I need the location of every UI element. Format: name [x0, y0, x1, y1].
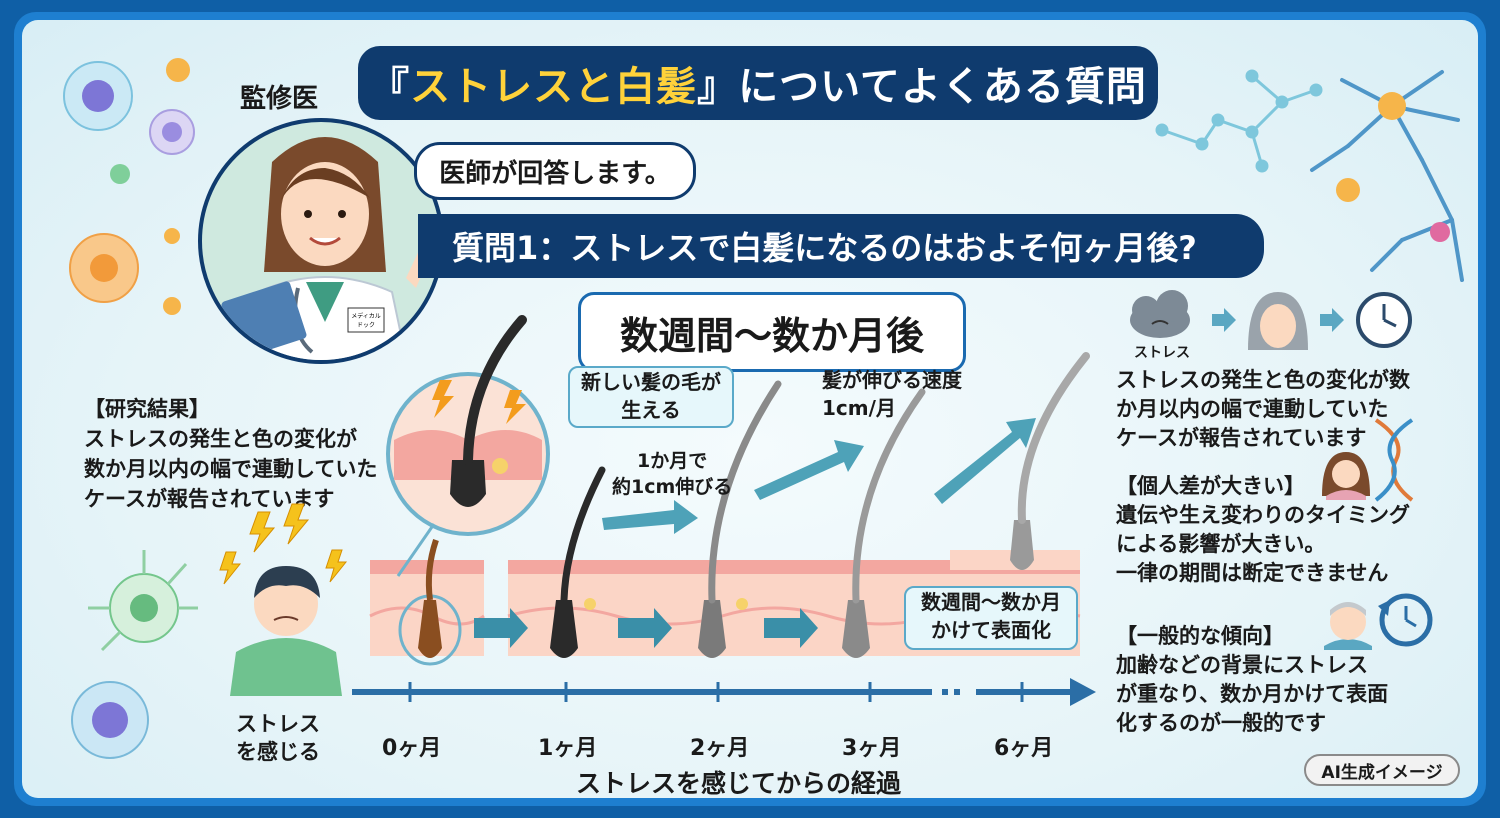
title-highlight: ストレスと白髪: [410, 64, 698, 110]
callout-line: 新しい髪の毛が: [581, 370, 721, 394]
flow-arrow: [1212, 308, 1236, 332]
follicle-zoom: [386, 315, 550, 577]
research-line: ストレスの発生と色の変化が: [84, 427, 357, 451]
clock-icon: [1356, 292, 1412, 348]
lightning-icon: [432, 380, 526, 424]
hair-follicle: [550, 466, 606, 658]
research-result: 【研究結果】 ストレスの発生と色の変化が 数か月以内の幅で連動していた ケースが…: [84, 394, 377, 514]
cell-icon: [149, 109, 195, 155]
label-line: を感じる: [236, 740, 320, 764]
history-clock-icon: [1378, 593, 1433, 647]
infographic-canvas: 『ストレスと白髪』についてよくある質問 監修医 メディカル ドック 医師が回答し…: [22, 20, 1478, 798]
timeline-tick-label: 0ヶ月: [382, 736, 442, 761]
hair-follicle: [1010, 352, 1090, 570]
label-line: ストレス: [236, 712, 320, 736]
cell-icon: [166, 58, 190, 82]
growth-month-label: 1か月で 約1cm伸びる: [612, 448, 732, 500]
molecule-icon: [1155, 69, 1323, 173]
stress-person-label: ストレス を感じる: [236, 710, 320, 766]
general-line: が重なり、数か月かけて表面: [1116, 682, 1389, 706]
label-line: 髪が伸びる速度: [822, 368, 962, 392]
growth-arrow: [602, 418, 1036, 534]
neuron-icon: [1430, 222, 1450, 242]
label-line: 1か月で: [637, 450, 708, 472]
timeline-axis-title: ストレスを感じてからの経過: [576, 769, 902, 798]
general-line: 加齢などの背景にストレス: [1116, 653, 1368, 677]
flow-arrow: [1320, 308, 1344, 332]
cell-icon: [69, 233, 139, 303]
timeline-tick-label: 3ヶ月: [842, 736, 902, 761]
title-suffix: 』についてよくある質問: [697, 64, 1147, 110]
cell-icon: [71, 681, 149, 759]
hair-follicle: [842, 388, 926, 658]
summary-line: か月以内の幅で連動していた: [1116, 397, 1389, 421]
right-summary: ストレスの発生と色の変化が数 か月以内の幅で連動していた ケースが報告されていま…: [1116, 366, 1410, 453]
label-line: 約1cm伸びる: [612, 476, 733, 498]
callout-line: 数週間〜数か月: [921, 590, 1061, 614]
timeline-axis: [352, 678, 1096, 706]
woman-face-icon: [1322, 452, 1370, 500]
cell-icon: [88, 550, 198, 652]
doctor-speech-bubble: 医師が回答します。: [414, 142, 696, 200]
timeline-tick-label: 6ヶ月: [994, 736, 1054, 761]
doctor-illustration: メディカル ドック: [221, 137, 434, 360]
supervisor-label: 監修医: [240, 84, 319, 114]
individual-line: 一律の期間は断定できません: [1116, 561, 1389, 585]
doctor-badge-line1: メディカル: [351, 312, 381, 320]
cell-icon: [63, 61, 133, 131]
neuron-icon: [1378, 92, 1406, 120]
summary-line: ケースが報告されています: [1116, 426, 1367, 450]
hair-follicle: [398, 539, 462, 666]
general-heading: 【一般的な傾向】: [1116, 624, 1284, 648]
growth-speed-label: 髪が伸びる速度 1cm/月: [822, 366, 962, 422]
title-prefix: 『: [369, 64, 411, 110]
doctor-badge-line2: ドック: [357, 322, 375, 329]
individual-line: による影響が大きい。: [1116, 532, 1326, 556]
label-line: 1cm/月: [822, 396, 896, 420]
callout-line: かけて表面化: [931, 618, 1051, 642]
individual-difference: 【個人差が大きい】 遺伝や生え変わりのタイミング による影響が大きい。 一律の期…: [1116, 472, 1410, 588]
timeline-tick-label: 2ヶ月: [690, 736, 750, 761]
cell-icon: [163, 297, 181, 315]
progress-arrow: [474, 608, 818, 648]
elderly-man-icon: [1324, 602, 1372, 650]
individual-heading: 【個人差が大きい】: [1116, 474, 1305, 498]
stressed-person: [230, 566, 342, 696]
timeline-tick-label: 1ヶ月: [538, 736, 598, 761]
page-title: 『ストレスと白髪』についてよくある質問: [358, 46, 1158, 120]
answer-box: 数週間〜数か月後: [578, 292, 966, 372]
dna-icon: [1374, 418, 1414, 502]
cell-icon: [164, 228, 180, 244]
neuron-icon: [1336, 178, 1360, 202]
lightning-icon: [219, 503, 348, 585]
general-line: 化するのが一般的です: [1116, 711, 1326, 735]
doctor-avatar: メディカル ドック: [198, 118, 444, 364]
gray-hair-icon: [1248, 292, 1308, 350]
stress-cloud-icon: [1130, 290, 1190, 338]
callout-line: 生える: [621, 398, 681, 422]
research-line: 数か月以内の幅で連動していた: [84, 457, 378, 481]
individual-line: 遺伝や生え変わりのタイミング: [1116, 503, 1410, 527]
stress-icon-label: ストレス: [1134, 345, 1190, 361]
general-tendency: 【一般的な傾向】 加齢などの背景にストレス が重なり、数か月かけて表面 化するの…: [1116, 622, 1388, 738]
callout-new-hair: 新しい髪の毛が 生える: [568, 366, 734, 428]
question-banner: 質問1：ストレスで白髪になるのはおよそ何ヶ月後?: [418, 214, 1264, 278]
callout-surface: 数週間〜数か月 かけて表面化: [904, 586, 1078, 650]
research-heading: 【研究結果】: [84, 397, 210, 421]
decoration-layer: [63, 58, 1464, 759]
summary-line: ストレスの発生と色の変化が数: [1116, 368, 1410, 392]
cell-icon: [110, 164, 130, 184]
hair-follicle: [698, 380, 782, 658]
ai-generated-badge: AI生成イメージ: [1304, 754, 1460, 786]
